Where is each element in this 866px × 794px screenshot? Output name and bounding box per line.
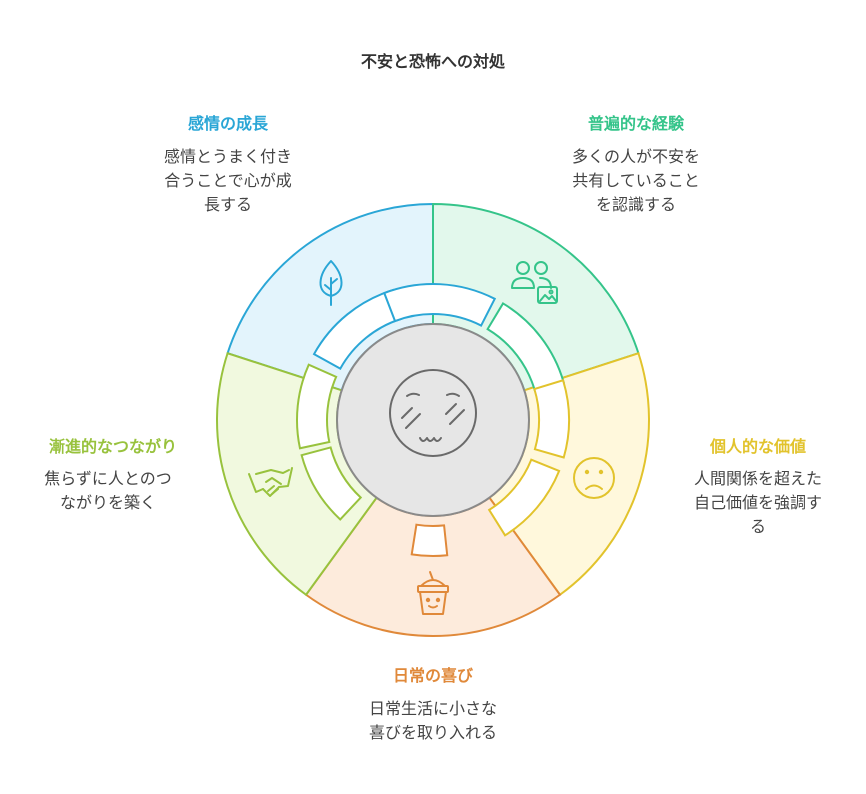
- heading-universal-experience: 普遍的な経験: [587, 114, 684, 133]
- desc-line: 合うことで心が成: [164, 171, 292, 190]
- desc-line: る: [749, 517, 766, 536]
- desc-line: ながりを築く: [59, 493, 156, 512]
- desc-line: 人間関係を超えた: [693, 469, 822, 488]
- connector-arc-6: [410, 523, 449, 557]
- desc-line: 日常生活に小さな: [368, 699, 497, 718]
- connector-arc-2: [382, 283, 497, 327]
- tree-icon: [319, 260, 343, 306]
- people-image-icon: [511, 261, 558, 304]
- worried-face-icon: [389, 369, 477, 457]
- desc-line: を認識する: [595, 195, 676, 214]
- sad-face-icon: [573, 457, 615, 499]
- heading-emotional-growth: 感情の成長: [187, 114, 268, 133]
- connector-arc-4: [533, 378, 570, 459]
- desc-personal-value: 人間関係を超えた 自己価値を強調す る: [658, 467, 858, 539]
- desc-line: 自己価値を強調す: [693, 493, 822, 512]
- heading-personal-value: 個人的な価値: [709, 437, 806, 456]
- desc-line: 焦らずに人とのつ: [44, 469, 172, 488]
- connector-arc-5: [487, 458, 561, 537]
- desc-line: 感情とうまく付き: [163, 147, 292, 166]
- desc-daily-joy: 日常生活に小さな 喜びを取り入れる: [333, 697, 533, 745]
- center-circle: [336, 323, 530, 517]
- desc-line: 共有していること: [572, 171, 700, 190]
- heading-gradual-connection: 漸進的なつながり: [48, 437, 177, 456]
- handshake-icon: [248, 467, 293, 497]
- heading-daily-joy: 日常の喜び: [392, 666, 473, 685]
- desc-line: 喜びを取り入れる: [368, 723, 497, 742]
- desc-emotional-growth: 感情とうまく付き 合うことで心が成 長する: [128, 145, 328, 217]
- desc-universal-experience: 多くの人が不安を 共有していること を認識する: [536, 145, 736, 217]
- connector-arc-7: [300, 446, 363, 521]
- desc-line: 多くの人が不安を: [571, 147, 700, 166]
- diagram-title: 不安と恐怖への対処: [360, 52, 505, 71]
- desc-line: 長する: [203, 195, 252, 214]
- desc-gradual-connection: 焦らずに人とのつ ながりを築く: [8, 467, 208, 515]
- bubble-tea-icon: [417, 571, 449, 615]
- connector-arc-8: [296, 363, 338, 450]
